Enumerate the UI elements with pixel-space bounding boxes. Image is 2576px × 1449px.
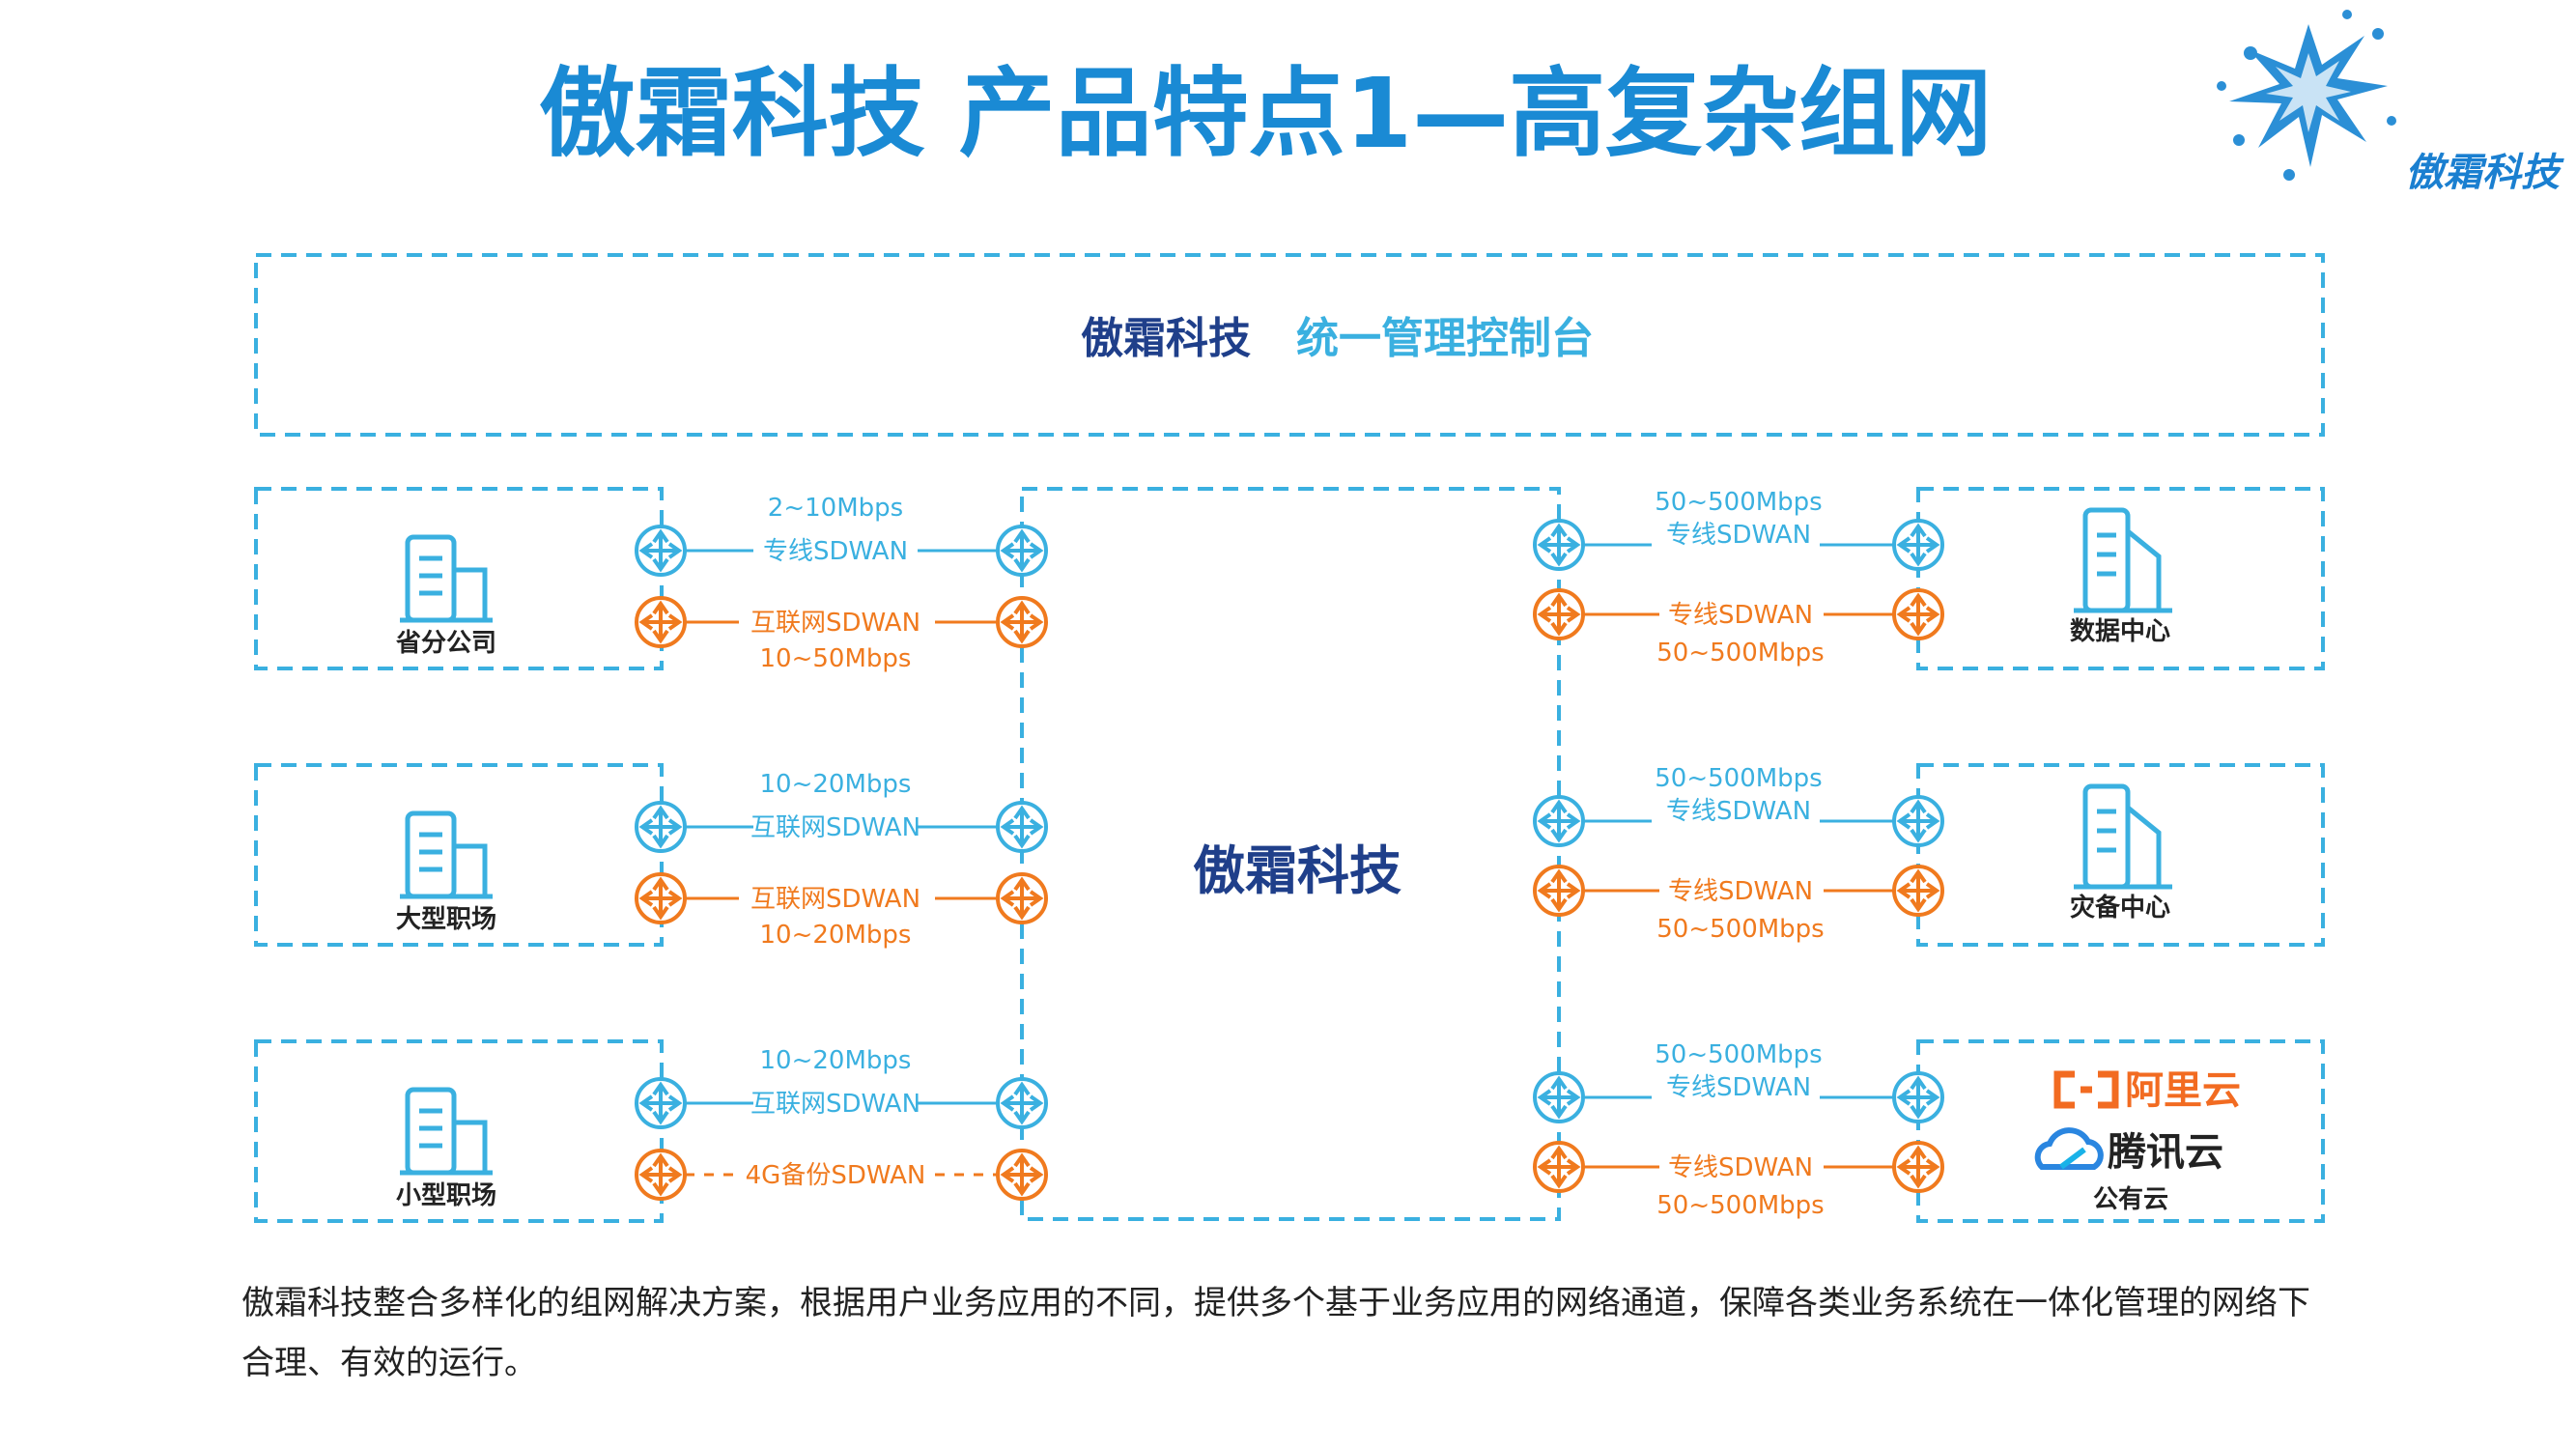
blue-link-speed: 50~500Mbps <box>1655 1040 1822 1069</box>
blue-link-speed: 50~500Mbps <box>1655 488 1822 517</box>
router-icon <box>635 525 687 577</box>
blue-link-type: 专线SDWAN <box>1666 521 1811 550</box>
router-icon <box>635 1077 687 1129</box>
router-icon <box>635 872 687 924</box>
splash-logo-icon <box>2217 10 2396 181</box>
router-icon <box>996 596 1048 648</box>
router-icon <box>1892 795 1944 847</box>
blue-link-type: 互联网SDWAN <box>750 1090 920 1119</box>
router-icon <box>996 1149 1048 1201</box>
orange-link-type: 专线SDWAN <box>1668 1153 1813 1182</box>
site-box <box>254 1039 664 1223</box>
blue-link-type: 专线SDWAN <box>763 537 908 566</box>
center-label: 傲霜科技 <box>1193 840 1401 901</box>
site-box <box>254 487 664 670</box>
blue-link-speed: 10~20Mbps <box>760 770 912 799</box>
aliyun-name: 阿里云 <box>2125 1068 2241 1113</box>
router-icon <box>1892 1141 1944 1193</box>
site-box <box>1916 1039 2325 1223</box>
orange-link-speed: 10~20Mbps <box>760 921 912 950</box>
site-label: 省分公司 <box>395 629 496 658</box>
router-icon <box>996 525 1048 577</box>
blue-link-speed: 10~20Mbps <box>760 1046 912 1075</box>
console-brand: 傲霜科技 <box>1081 314 1251 363</box>
router-icon <box>996 801 1048 853</box>
footer-text: 傲霜科技整合多样化的组网解决方案，根据用户业务应用的不同，提供多个基于业务应用的… <box>241 1284 2310 1382</box>
orange-link-speed: 50~500Mbps <box>1656 915 1824 944</box>
logo-text: 傲霜科技 <box>2405 151 2564 195</box>
blue-link-type: 专线SDWAN <box>1666 1073 1811 1102</box>
blue-link-speed: 2~10Mbps <box>768 494 903 523</box>
router-icon <box>1892 865 1944 917</box>
tencent-cloud-logo-icon <box>2034 1127 2104 1170</box>
left-site-group: 小型职场 10~20Mbps 互联网SDWAN 4G备份SDWAN <box>254 1039 1048 1223</box>
building-icon <box>400 534 493 623</box>
orange-link-type: 4G备份SDWAN <box>746 1161 926 1190</box>
site-label: 数据中心 <box>2070 617 2170 646</box>
orange-link-speed: 50~500Mbps <box>1656 639 1824 668</box>
management-console-box: 傲霜科技 统一管理控制台 <box>254 253 2325 437</box>
orange-link-type: 互联网SDWAN <box>750 885 920 914</box>
orange-link-speed: 50~500Mbps <box>1656 1191 1824 1220</box>
sites-layer: 省分公司 2~10Mbps 专线SDWAN 互联网SDWAN 10~50Mbps 大型职场… <box>254 487 2325 1223</box>
router-icon <box>1533 588 1585 640</box>
building-icon <box>400 810 493 899</box>
router-icon <box>1892 1071 1944 1123</box>
right-site-group: 数据中心 50~500Mbps 专线SDWAN 专线SDWAN 50~500Mbps <box>1533 487 2325 670</box>
orange-link-type: 互联网SDWAN <box>750 609 920 638</box>
router-icon <box>1892 519 1944 571</box>
center-hub-box: 傲霜科技 <box>1020 487 1561 1221</box>
router-icon <box>1892 588 1944 640</box>
left-site-group: 省分公司 2~10Mbps 专线SDWAN 互联网SDWAN 10~50Mbps <box>254 487 1048 673</box>
site-box <box>1916 763 2325 947</box>
building-icon <box>2074 783 2172 890</box>
site-label: 小型职场 <box>396 1181 496 1210</box>
footer-container: 傲霜科技整合多样化的组网解决方案，根据用户业务应用的不同，提供多个基于业务应用的… <box>241 1284 2310 1382</box>
router-icon <box>635 1149 687 1201</box>
page-title: 傲霜科技 产品特点1—高复杂组网 <box>539 57 1992 170</box>
site-label: 大型职场 <box>396 905 496 934</box>
orange-link-type: 专线SDWAN <box>1668 601 1813 630</box>
building-icon <box>400 1087 493 1176</box>
orange-link-speed: 10~50Mbps <box>760 644 912 673</box>
company-logo: 傲霜科技 <box>2217 10 2564 195</box>
aliyun-logo-icon <box>2053 1070 2119 1109</box>
site-box <box>1916 487 2325 670</box>
blue-link-type: 互联网SDWAN <box>750 813 920 842</box>
router-icon <box>1533 865 1585 917</box>
orange-link-type: 专线SDWAN <box>1668 877 1813 906</box>
router-icon <box>1533 1071 1585 1123</box>
blue-link-type: 专线SDWAN <box>1666 797 1811 826</box>
left-site-group: 大型职场 10~20Mbps 互联网SDWAN 互联网SDWAN 10~20Mbps <box>254 763 1048 950</box>
router-icon <box>1533 795 1585 847</box>
site-label: 灾备中心 <box>2070 893 2170 923</box>
tencent-name: 腾讯云 <box>2108 1130 2223 1175</box>
router-icon <box>996 872 1048 924</box>
right-site-group: 灾备中心 50~500Mbps 专线SDWAN 专线SDWAN 50~500Mbps <box>1533 763 2325 947</box>
router-icon <box>1533 1141 1585 1193</box>
building-icon <box>2074 507 2172 613</box>
router-icon <box>1533 519 1585 571</box>
site-box <box>254 763 664 947</box>
router-icon <box>996 1077 1048 1129</box>
site-label: 公有云 <box>2093 1185 2168 1214</box>
console-label: 统一管理控制台 <box>1296 314 1594 363</box>
router-icon <box>635 801 687 853</box>
blue-link-speed: 50~500Mbps <box>1655 764 1822 793</box>
router-icon <box>635 596 687 648</box>
